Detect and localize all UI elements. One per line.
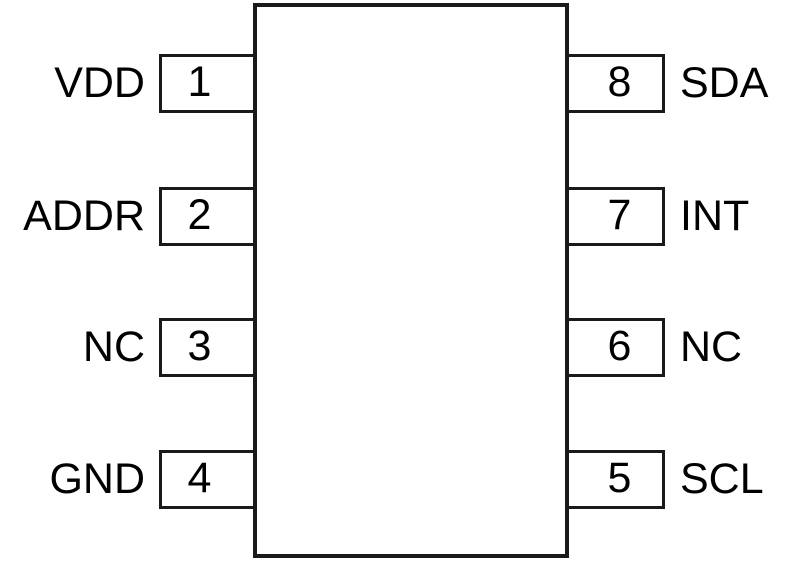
pin-label-gnd: GND [49,455,145,503]
ic-body-outline [253,3,569,558]
pin-pad-8[interactable]: 8 [566,54,665,113]
pin-label-sda: SDA [680,59,769,107]
pin-label-nc-right: NC [680,323,743,371]
pin-label-vdd: VDD [54,59,145,107]
pin-pad-3[interactable]: 3 [159,318,256,377]
pin-pad-5[interactable]: 5 [566,450,665,509]
pin-pad-7[interactable]: 7 [566,187,665,246]
pin-label-nc-left: NC [82,323,145,371]
pin-number-1: 1 [187,58,212,106]
pin-label-addr: ADDR [23,192,145,240]
pin-label-int: INT [680,192,750,240]
pin-number-2: 2 [187,191,212,239]
pin-label-scl: SCL [680,455,764,503]
pin-pad-6[interactable]: 6 [566,318,665,377]
pin-pad-2[interactable]: 2 [159,187,256,246]
pin-number-4: 4 [187,454,212,502]
pin-pad-1[interactable]: 1 [159,54,256,113]
pin-number-8: 8 [607,58,632,106]
pin-number-5: 5 [607,454,632,502]
pin-number-7: 7 [607,191,632,239]
pin-number-3: 3 [187,322,212,370]
pin-pad-4[interactable]: 4 [159,450,256,509]
pin-number-6: 6 [607,322,632,370]
